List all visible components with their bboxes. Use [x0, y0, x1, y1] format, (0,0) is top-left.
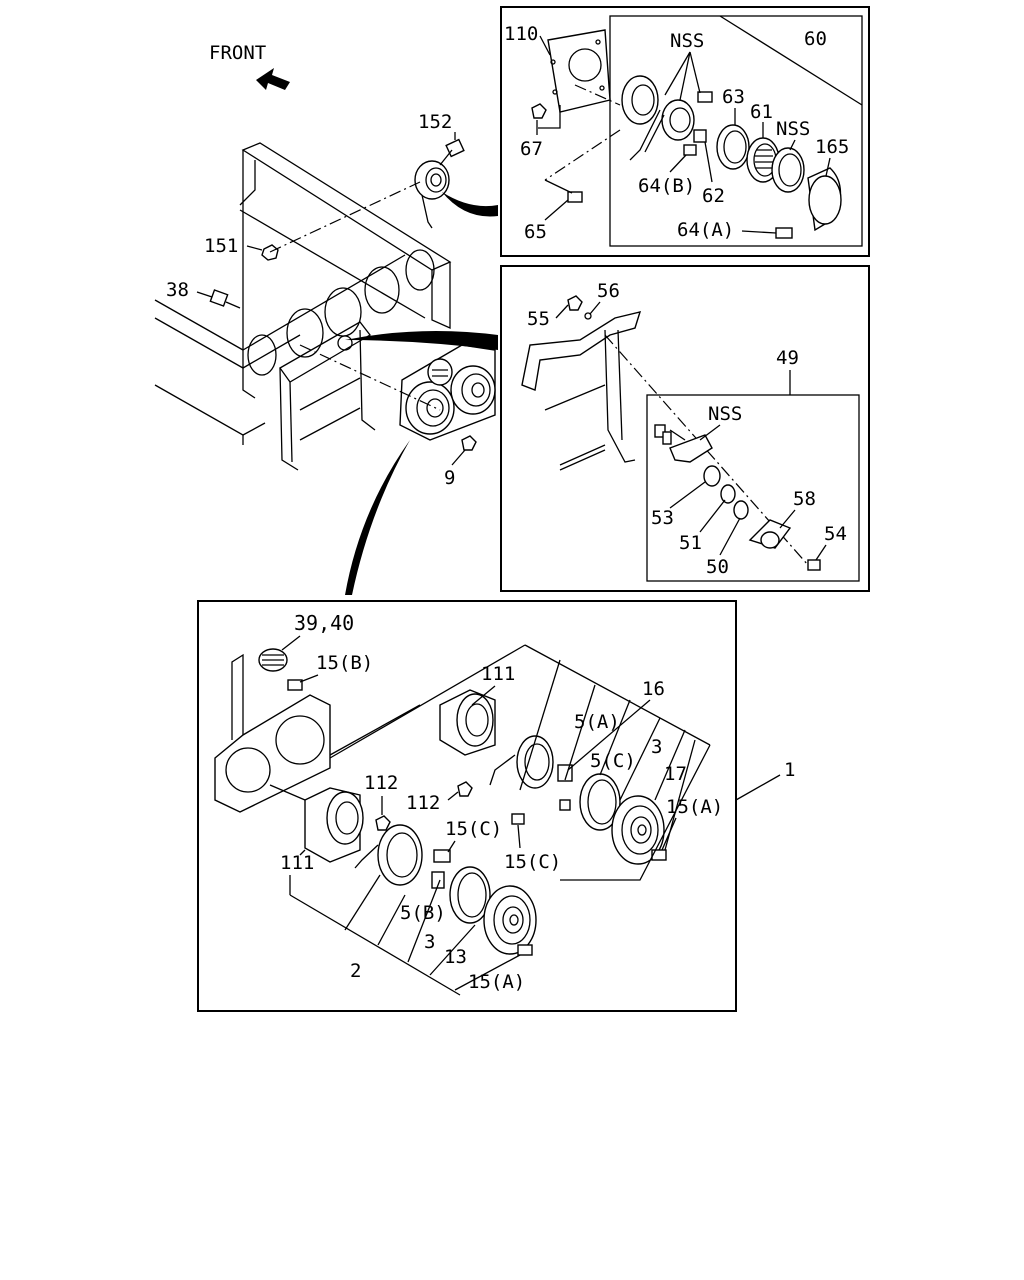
- label-nss-top2: NSS: [776, 118, 810, 140]
- label-110: 110: [504, 23, 538, 45]
- label-15a-lower: 15(A): [468, 971, 525, 993]
- buzzer-part: [414, 138, 465, 229]
- label-15a-upper: 15(A): [666, 796, 723, 818]
- frame-assembly: [154, 142, 452, 471]
- label-49: 49: [776, 347, 799, 369]
- label-111-lower: 111: [280, 852, 314, 874]
- leader-to-top-box: [442, 192, 498, 217]
- label-9: 9: [444, 467, 455, 489]
- label-15c-upper: 15(C): [445, 818, 502, 840]
- label-61: 61: [750, 101, 773, 123]
- front-indicator: FRONT: [209, 42, 290, 90]
- label-17: 17: [664, 763, 687, 785]
- label-56: 56: [597, 280, 620, 302]
- label-54: 54: [824, 523, 847, 545]
- label-64b: 64(B): [638, 175, 695, 197]
- label-15c-lower: 15(C): [504, 851, 561, 873]
- combination-lamp-part: [399, 344, 496, 441]
- label-38: 38: [166, 279, 189, 301]
- label-62: 62: [702, 185, 725, 207]
- label-112-left: 112: [364, 772, 398, 794]
- front-arrow-icon: [256, 68, 290, 90]
- leader-to-bottom-box: [345, 440, 410, 595]
- label-165: 165: [815, 136, 849, 158]
- label-13: 13: [444, 946, 467, 968]
- label-64a: 64(A): [677, 219, 734, 241]
- label-5c: 5(C): [590, 750, 636, 772]
- label-53: 53: [651, 507, 674, 529]
- label-60: 60: [804, 28, 827, 50]
- label-63: 63: [722, 86, 745, 108]
- label-112-right: 112: [406, 792, 440, 814]
- label-58: 58: [793, 488, 816, 510]
- label-2: 2: [350, 960, 361, 982]
- label-5b: 5(B): [400, 902, 446, 924]
- label-3-lower: 3: [424, 931, 435, 953]
- label-1: 1: [784, 759, 795, 781]
- label-152: 152: [418, 111, 452, 133]
- label-3-upper: 3: [651, 736, 662, 758]
- label-5a: 5(A): [574, 711, 620, 733]
- label-65: 65: [524, 221, 547, 243]
- label-55: 55: [527, 308, 550, 330]
- front-label: FRONT: [209, 42, 266, 64]
- label-nss-top1: NSS: [670, 30, 704, 52]
- label-39-40: 39,40: [294, 611, 354, 635]
- label-16: 16: [642, 678, 665, 700]
- label-51: 51: [679, 532, 702, 554]
- label-111-upper: 111: [481, 663, 515, 685]
- label-nss-mid: NSS: [708, 403, 742, 425]
- label-15b: 15(B): [316, 652, 373, 674]
- label-151: 151: [204, 235, 238, 257]
- label-50: 50: [706, 556, 729, 578]
- detail-box-bottom: [197, 600, 781, 1012]
- leader-to-mid-box: [345, 331, 498, 350]
- label-67: 67: [520, 138, 543, 160]
- detail-box-top: [500, 6, 870, 257]
